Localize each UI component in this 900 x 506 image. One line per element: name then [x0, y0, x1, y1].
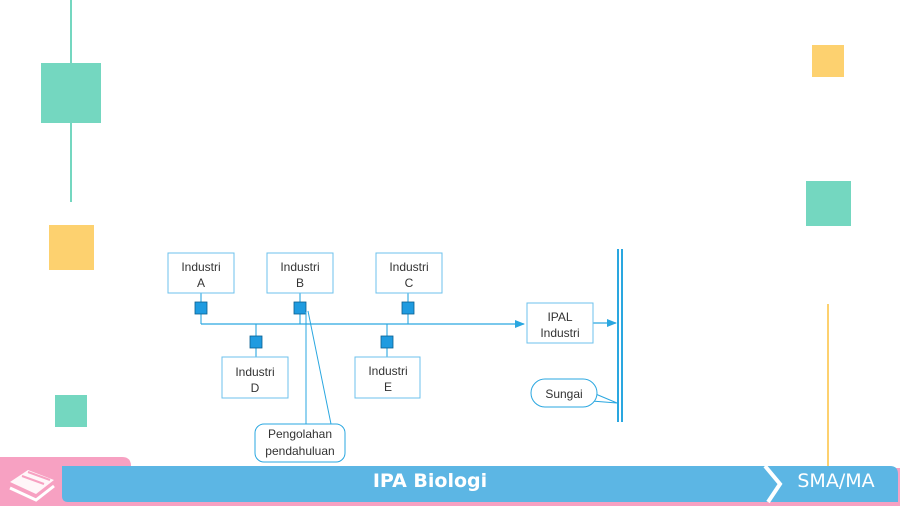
- footer-banner: [0, 457, 900, 506]
- industry-d-label-1: Industri: [235, 365, 274, 379]
- footer-level: SMA/MA: [797, 470, 875, 492]
- industry-b-label-1: Industri: [280, 260, 319, 274]
- decor-square-teal-left: [41, 63, 101, 123]
- industry-e-label-1: Industri: [368, 364, 407, 378]
- industry-a-label-1: Industri: [181, 260, 220, 274]
- decor-square-yellow-left: [49, 225, 94, 270]
- pretreatment-label-1: Pengolahan: [268, 427, 332, 441]
- pretreatment-node-c: [401, 301, 415, 315]
- industry-b-box: Industri B: [266, 252, 334, 294]
- industry-a-label-2: A: [197, 276, 205, 290]
- decor-line-right: [827, 304, 829, 472]
- industry-e-box: Industri E: [354, 356, 421, 399]
- book-stack-icon: [9, 470, 55, 502]
- river-label: Sungai: [545, 387, 582, 401]
- industry-a-box: Industri A: [167, 252, 235, 294]
- river-callout: Sungai: [530, 378, 618, 408]
- industry-c-label-1: Industri: [389, 260, 428, 274]
- industry-b-label-2: B: [296, 276, 304, 290]
- pretreatment-callout: Pengolahan pendahuluan: [254, 310, 346, 463]
- ipal-label-1: IPAL: [547, 310, 572, 324]
- pretreatment-node-d: [249, 335, 263, 349]
- industry-c-label-2: C: [405, 276, 414, 290]
- industry-c-box: Industri C: [375, 252, 443, 294]
- decor-square-teal-small: [55, 395, 87, 427]
- river-line: [617, 249, 623, 422]
- industry-d-box: Industri D: [221, 356, 289, 399]
- pretreatment-label-2: pendahuluan: [265, 444, 334, 458]
- pretreatment-node-b: [293, 301, 307, 315]
- pretreatment-node-a: [194, 301, 208, 315]
- industry-d-label-2: D: [251, 381, 260, 395]
- pretreatment-node-e: [380, 335, 394, 349]
- ipal-label-2: Industri: [540, 326, 579, 340]
- footer-subject: IPA Biologi: [372, 470, 488, 492]
- decor-square-teal-right: [806, 181, 851, 226]
- decor-square-yellow-right: [812, 45, 844, 77]
- industry-e-label-2: E: [384, 380, 392, 394]
- ipal-box: IPAL Industri: [526, 302, 594, 344]
